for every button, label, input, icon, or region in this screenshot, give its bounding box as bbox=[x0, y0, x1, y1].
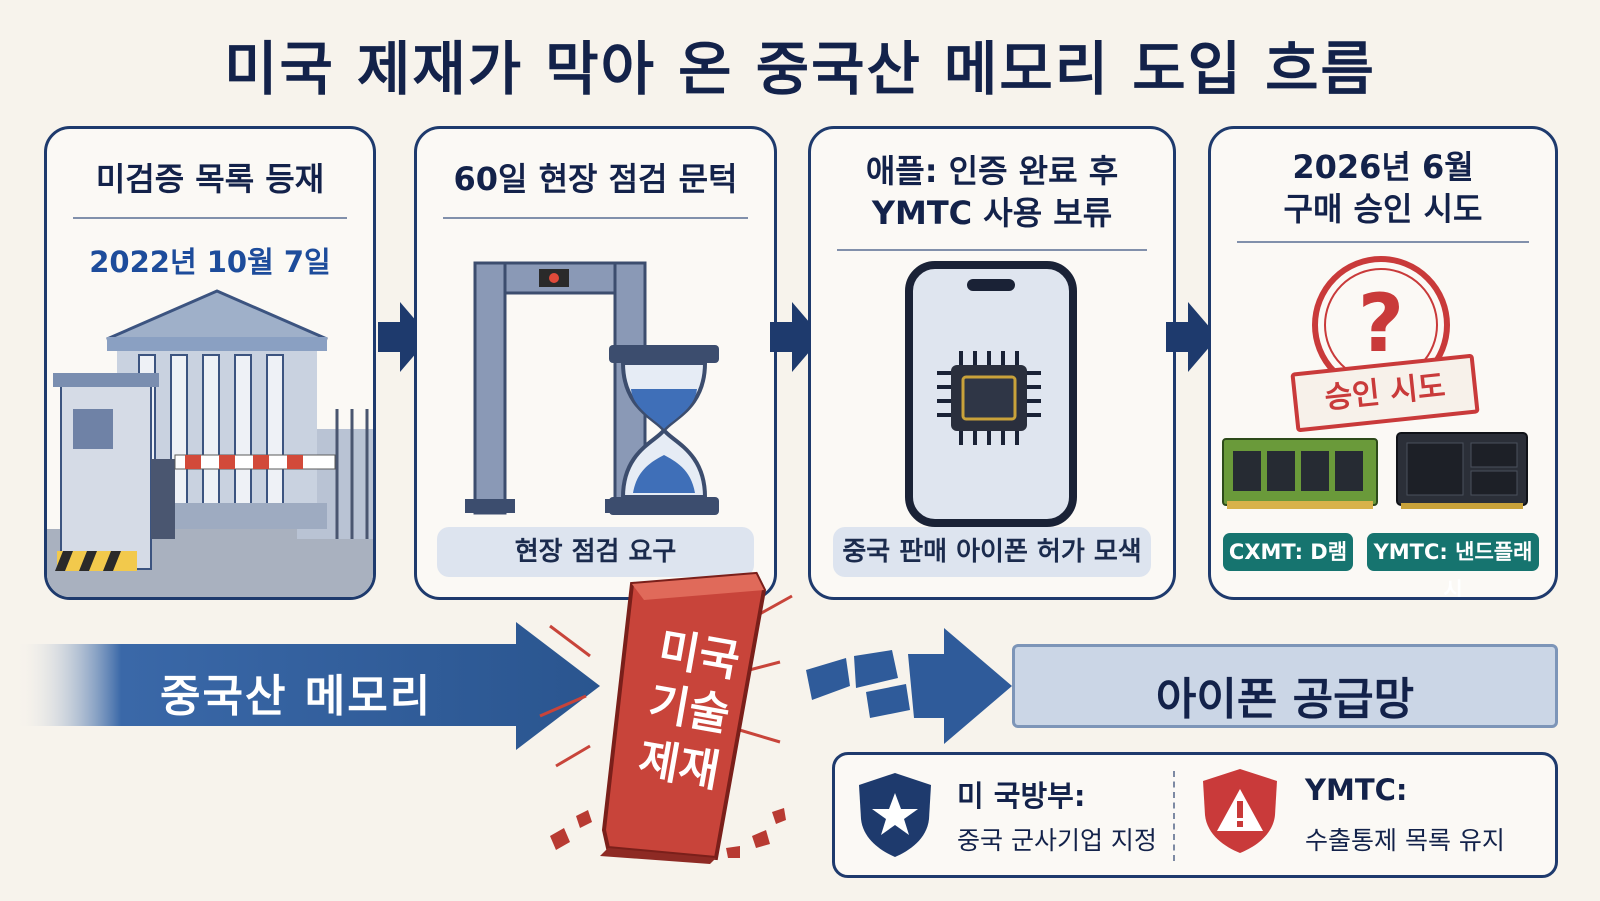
divider bbox=[443, 217, 748, 219]
sanctions-info-panel: 미 국방부: 중국 군사기업 지정 YMTC: 수출통제 목록 유지 bbox=[832, 752, 1558, 878]
divider bbox=[1237, 241, 1529, 243]
divider bbox=[73, 217, 347, 219]
step-card-listing: 미검증 목록 등재 2022년 10월 7일 bbox=[44, 126, 376, 600]
step-date: 2022년 10월 7일 bbox=[89, 245, 331, 279]
step-arrow-3 bbox=[1166, 302, 1218, 372]
broken-arrow-fragments bbox=[806, 628, 1012, 744]
step-title-line1: 2026년 6월 bbox=[1292, 148, 1474, 186]
nand-flash-icon bbox=[1396, 432, 1528, 509]
tag-cxmt: CXMT: D램 bbox=[1223, 533, 1353, 571]
warning-shield-icon bbox=[1203, 769, 1277, 853]
step-caption: 현장 점검 요구 bbox=[437, 527, 754, 577]
step-caption: 중국 판매 아이폰 허가 모색 bbox=[833, 527, 1151, 577]
divider bbox=[837, 249, 1147, 251]
step-title: 미검증 목록 등재 bbox=[95, 160, 325, 198]
security-gate-hourglass-illustration bbox=[465, 261, 719, 515]
dram-module-icon bbox=[1222, 438, 1378, 509]
ymtc-label: YMTC: bbox=[1305, 773, 1408, 807]
iphone-supply-chain-box: 아이폰 공급망 bbox=[1012, 644, 1558, 728]
ymtc-detail: 수출통제 목록 유지 bbox=[1305, 826, 1505, 855]
step-arrow-2 bbox=[770, 302, 822, 372]
tag-ymtc: YMTC: 낸드플래시 bbox=[1367, 533, 1539, 597]
dod-detail: 중국 군사기업 지정 bbox=[957, 826, 1157, 855]
page-title: 미국 제재가 막아 온 중국산 메모리 도입 흐름 bbox=[224, 35, 1376, 103]
svg-text:?: ? bbox=[1358, 277, 1404, 370]
memory-flow-arrow bbox=[16, 622, 600, 750]
step-title-line2: YMTC 사용 보류 bbox=[871, 194, 1113, 232]
step-card-apple: 애플: 인증 완료 후 YMTC 사용 보류 중국 판매 아이폰 허가 모색 bbox=[808, 126, 1176, 600]
star-shield-icon bbox=[859, 773, 931, 857]
step-card-inspection: 60일 현장 점검 문턱 현장 점검 요구 bbox=[414, 126, 777, 600]
divider bbox=[1173, 771, 1175, 861]
sanctions-barrier-wall bbox=[539, 571, 793, 864]
supply-chain-label: 아이폰 공급망 bbox=[1155, 674, 1415, 725]
step-title-line2: 구매 승인 시도 bbox=[1283, 190, 1483, 228]
flow-source-label: 중국산 메모리 bbox=[160, 671, 433, 722]
step-arrow-1 bbox=[378, 302, 430, 372]
dod-label: 미 국방부: bbox=[957, 779, 1086, 813]
step-card-approval: 2026년 6월 구매 승인 시도 ? 승인 시도 CXMT: D램 YMTC:… bbox=[1208, 126, 1558, 600]
step-title-line1: 애플: 인증 완료 후 bbox=[865, 152, 1119, 190]
step-title: 60일 현장 점검 문턱 bbox=[453, 160, 738, 198]
smartphone-chip-illustration bbox=[905, 261, 1077, 527]
government-building-illustration bbox=[47, 289, 373, 597]
